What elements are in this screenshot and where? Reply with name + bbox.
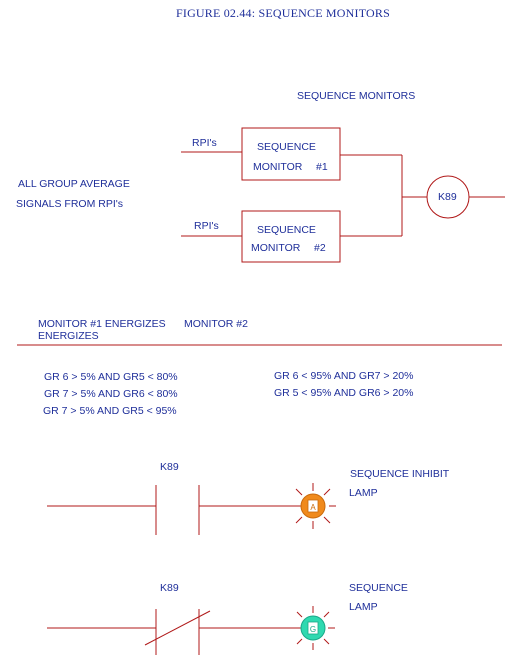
monitor-2-number: #2: [314, 242, 326, 254]
rung2-contact-label: K89: [160, 582, 179, 594]
condition-1-3: GR 7 > 5% AND GR5 < 95%: [43, 405, 177, 417]
energize-col1-heading: MONITOR #1 ENERGIZES: [38, 318, 166, 330]
monitor-2-line2: MONITOR: [251, 242, 301, 254]
rung2-contact-slash: [144, 610, 211, 646]
rung1-lamp-label-line1: SEQUENCE INHIBIT: [350, 468, 450, 480]
rung1-lamp-label-line2: LAMP: [349, 487, 378, 499]
rung2-lamp-label-line2: LAMP: [349, 601, 378, 613]
rung2-lamp-rays: [291, 606, 335, 650]
monitor-1-number: #1: [316, 161, 328, 173]
rung1-lamp: A: [300, 493, 326, 519]
rung1-lamp-letter: A: [310, 503, 316, 512]
rung1-lamp-rays: [290, 483, 336, 529]
energize-col2-heading: MONITOR #2: [184, 318, 248, 330]
left-note-line2: SIGNALS FROM RPI's: [16, 198, 124, 210]
condition-1-1: GR 6 > 5% AND GR5 < 80%: [44, 371, 178, 383]
monitor-1-line2: MONITOR: [253, 161, 303, 173]
rung2-lamp-letter: G: [310, 625, 316, 634]
monitor-2-line1: SEQUENCE: [257, 224, 316, 236]
condition-2-1: GR 6 < 95% AND GR7 > 20%: [274, 370, 414, 382]
figure-title: FIGURE 02.44: SEQUENCE MONITORS: [176, 6, 390, 20]
input-label-2: RPI's: [194, 220, 219, 232]
relay-label: K89: [438, 191, 457, 203]
energize-col1-heading-cont: ENERGIZES: [38, 330, 99, 342]
condition-1-2: GR 7 > 5% AND GR6 < 80%: [44, 388, 178, 400]
rung2-lamp-label-line1: SEQUENCE: [349, 582, 408, 594]
left-note-line1: ALL GROUP AVERAGE: [18, 178, 130, 190]
rung1-contact-label: K89: [160, 461, 179, 473]
condition-2-2: GR 5 < 95% AND GR6 > 20%: [274, 387, 414, 399]
monitor-1-box: [241, 127, 341, 181]
rung2-lamp: G: [300, 615, 326, 641]
monitor-1-line1: SEQUENCE: [257, 141, 316, 153]
input-label-1: RPI's: [192, 137, 217, 149]
diagram-heading: SEQUENCE MONITORS: [297, 90, 416, 102]
